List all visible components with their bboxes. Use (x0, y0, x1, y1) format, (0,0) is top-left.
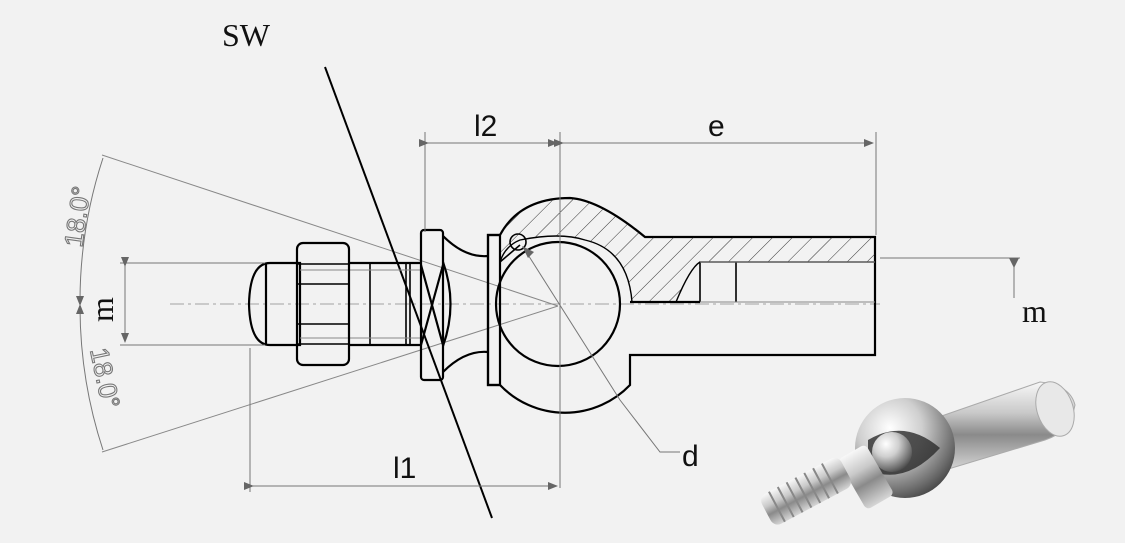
label-e: e (708, 110, 725, 143)
angle-lines (76, 154, 559, 453)
ball-joint-photo-icon (761, 381, 1076, 525)
sw-leader-line (324, 66, 493, 519)
washer (419, 228, 452, 382)
threaded-stud (247, 261, 420, 347)
ball-neck (442, 235, 489, 373)
label-d: d (682, 440, 699, 473)
label-angle-top: 18.0° (58, 184, 96, 249)
label-l1: l1 (393, 452, 416, 485)
label-m-left: m (84, 297, 120, 322)
label-l2: l2 (474, 110, 497, 143)
hex-nut (295, 241, 351, 367)
label-angle-bottom: 18.0° (84, 345, 126, 411)
label-m-right: m (1022, 293, 1047, 329)
socket-housing (486, 196, 877, 414)
label-sw: SW (222, 17, 271, 53)
dimension-lines (120, 132, 1020, 492)
